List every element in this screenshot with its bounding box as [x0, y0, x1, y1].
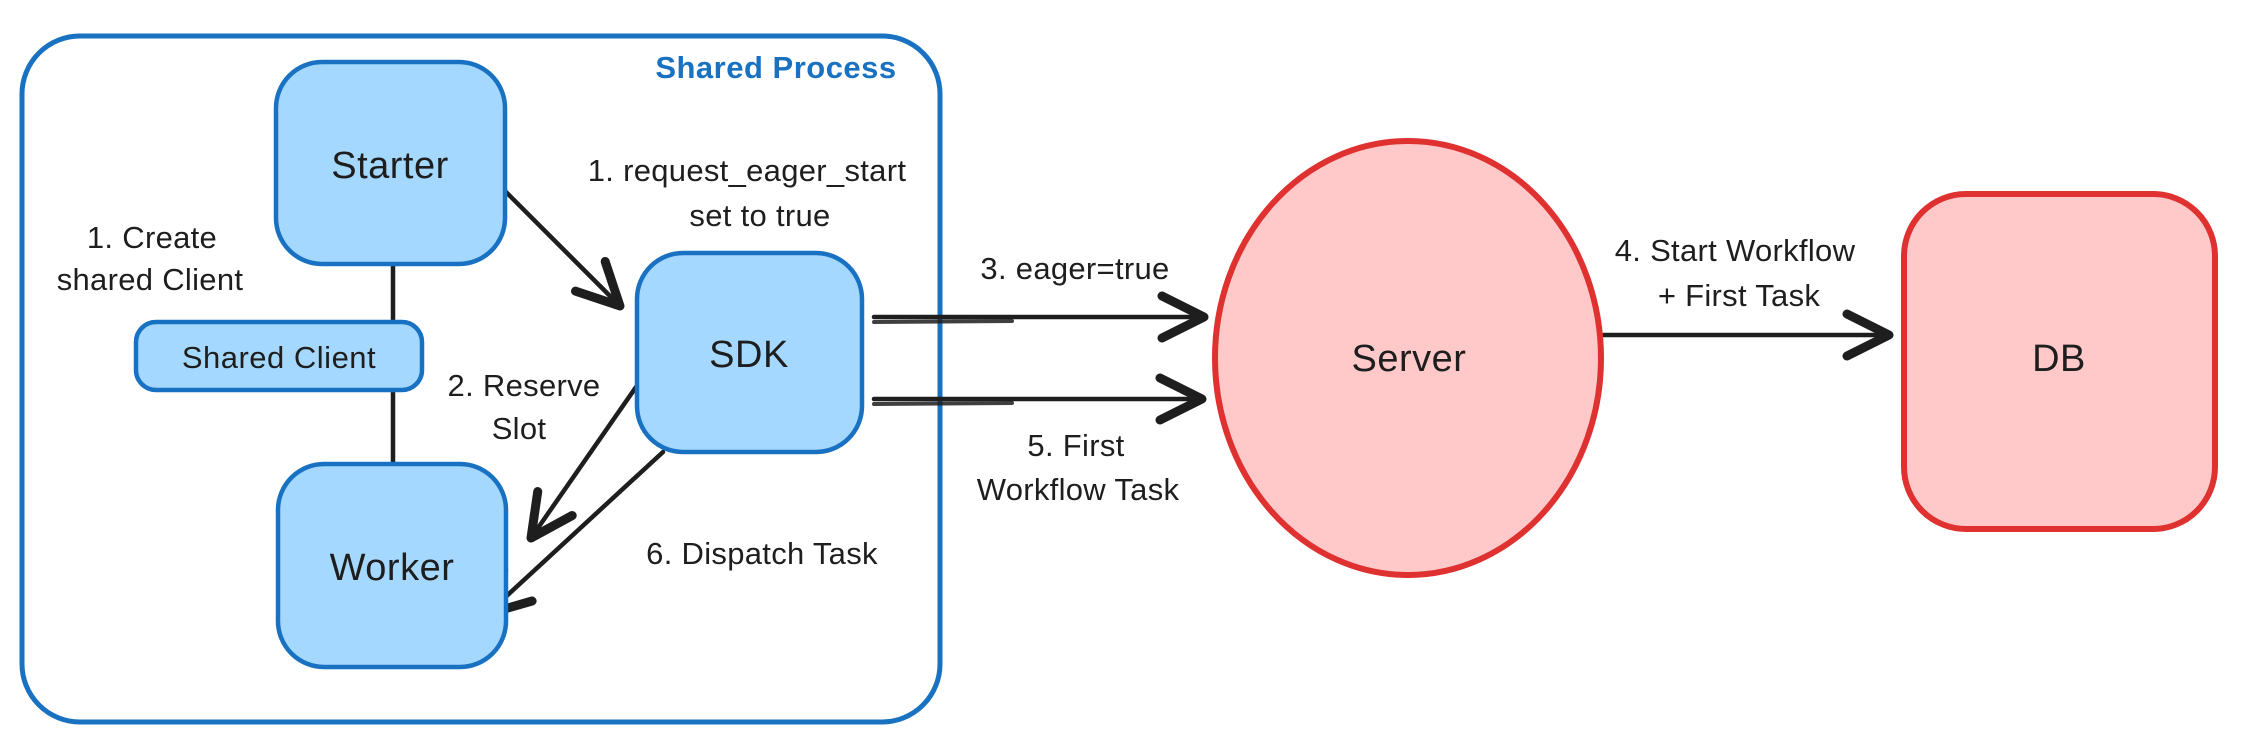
- annotation-create-shared-client-line1: 1. Create: [87, 220, 217, 255]
- node-starter: Starter: [273, 59, 508, 267]
- node-shared-client: Shared Client: [133, 319, 425, 393]
- shared-process-label: Shared Process: [655, 50, 896, 85]
- sdk-box: [634, 250, 865, 455]
- arrow-sdk-to-server-eager-overdraw: [872, 319, 1014, 324]
- shared-process-container: [19, 33, 943, 725]
- annotation-first-workflow-task: 5. First Workflow Task: [977, 428, 1180, 507]
- server-ellipse: [1212, 138, 1604, 578]
- arrow-sdk-to-server-first-task-overdraw: [872, 401, 1014, 406]
- annotation-create-shared-client-line2: shared Client: [57, 262, 244, 297]
- annotation-reserve-slot-line2: Slot: [492, 411, 547, 446]
- annotation-request-eager-start-line1: 1. request_eager_start: [588, 153, 907, 188]
- annotation-first-workflow-task-line1: 5. First: [1027, 428, 1124, 463]
- worker-box: [275, 461, 509, 670]
- shared-client-label: Shared Client: [182, 340, 376, 375]
- annotation-request-eager-start: 1. request_eager_start set to true: [588, 153, 907, 233]
- annotation-request-eager-start-line2: set to true: [689, 198, 830, 233]
- annotation-start-workflow-line2: + First Task: [1658, 278, 1821, 313]
- annotation-eager-true-text: 3. eager=true: [980, 251, 1169, 286]
- starter-box: [273, 59, 508, 267]
- server-label: Server: [1352, 338, 1467, 380]
- node-sdk: SDK: [634, 250, 865, 455]
- db-label: DB: [2032, 338, 2086, 380]
- node-db: DB: [1901, 191, 2218, 532]
- arrow-sdk-to-worker-dispatch: [482, 449, 666, 619]
- starter-label: Starter: [331, 145, 449, 187]
- annotation-dispatch-task-text: 6. Dispatch Task: [646, 536, 878, 571]
- annotation-first-workflow-task-line2: Workflow Task: [977, 472, 1180, 507]
- annotation-reserve-slot-line1: 2. Reserve: [448, 368, 601, 403]
- annotation-create-shared-client: 1. Create shared Client: [57, 220, 244, 297]
- annotation-start-workflow-line1: 4. Start Workflow: [1615, 233, 1856, 268]
- sdk-label: SDK: [709, 334, 789, 376]
- db-box: [1901, 191, 2218, 532]
- node-worker: Worker: [275, 461, 509, 670]
- annotation-reserve-slot: 2. Reserve Slot: [448, 368, 601, 446]
- worker-label: Worker: [330, 547, 455, 589]
- node-server: Server: [1212, 138, 1604, 578]
- annotation-eager-true: 3. eager=true: [980, 251, 1169, 286]
- arrow-sdk-to-worker-reserve: [526, 384, 639, 543]
- shared-process-group: Shared Process: [19, 33, 943, 725]
- arrow-starter-to-sdk: [503, 189, 625, 311]
- annotation-dispatch-task: 6. Dispatch Task: [646, 536, 878, 571]
- shared-client-box: [133, 319, 425, 393]
- annotation-start-workflow: 4. Start Workflow + First Task: [1615, 233, 1856, 313]
